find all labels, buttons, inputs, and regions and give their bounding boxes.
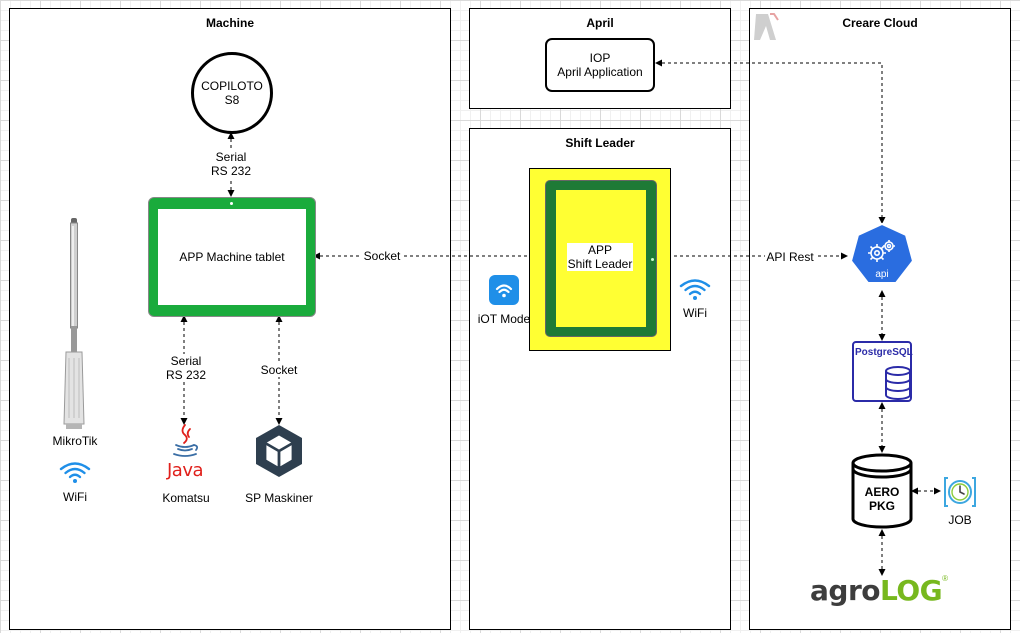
edge-label-shift-api: API Rest (765, 250, 815, 264)
machine-tablet-label: APP Machine tablet (179, 250, 285, 264)
machine-tablet-node[interactable]: APP Machine tablet (148, 197, 316, 317)
iop-label-line1: IOP (589, 51, 611, 65)
komatsu-label: Komatsu (162, 491, 210, 505)
wifi-shift-label: WiFi (683, 306, 707, 320)
mikrotik-antenna-icon (63, 218, 85, 429)
creare-cloud-container: Creare Cloud (749, 8, 1011, 630)
agrolog-text-log: LOG (879, 574, 943, 607)
april-title: April (586, 16, 614, 30)
aero-pkg-label: AERO PKG (851, 485, 913, 513)
edge-label-line1: Serial (170, 354, 202, 368)
shift-label-line2: Shift Leader (567, 257, 633, 271)
aero-pkg-line2: PKG (868, 499, 895, 513)
shift-label-line1: APP (587, 243, 612, 257)
copiloto-label-line1: COPILOTO (201, 79, 263, 93)
creare-cloud-title: Creare Cloud (842, 16, 918, 30)
tablet-camera-dot (230, 202, 233, 205)
edge-label-line1: Serial (215, 150, 247, 164)
edge-label-tablet-komatsu: Serial RS 232 (161, 354, 211, 382)
wifi-icon (59, 462, 91, 483)
tablet-screen: APP Machine tablet (158, 209, 306, 305)
edge-label-copiloto-tablet: Serial RS 232 (206, 150, 256, 178)
sp-maskiner-label: SP Maskiner (245, 491, 313, 505)
gears-icon (868, 240, 895, 262)
copiloto-node[interactable]: COPILOTO S8 (191, 52, 273, 134)
machine-title: Machine (205, 16, 254, 30)
java-cup-icon (173, 424, 199, 457)
shift-leader-app-label: APP Shift Leader (567, 243, 633, 271)
edge-label-tablet-sp: Socket (259, 363, 299, 377)
shift-leader-app-node[interactable]: APP Shift Leader (529, 168, 671, 351)
cube-icon (256, 425, 302, 477)
java-logo-text: Java (166, 460, 204, 481)
api-label: api (875, 269, 889, 280)
aero-pkg-line1: AERO (864, 485, 900, 499)
postgresql-node[interactable]: PostgreSQL (852, 341, 913, 402)
iot-mode-label: iOT Mode (477, 312, 531, 326)
mikrotik-label: MikroTik (52, 434, 98, 448)
iop-label-line2: April Application (557, 65, 643, 79)
iot-mode-icon (489, 275, 519, 305)
edge-label-line2: RS 232 (210, 164, 252, 178)
copiloto-label-line2: S8 (224, 93, 240, 107)
shift-leader-title: Shift Leader (565, 136, 635, 150)
postgresql-label: PostgreSQL (855, 347, 913, 358)
iop-node[interactable]: IOP April Application (545, 38, 655, 92)
shift-tablet-side-dot (651, 258, 654, 261)
agrolog-logo: agroLOG® (810, 574, 960, 610)
edge-label-tablet-shift: Socket (362, 249, 402, 263)
agrolog-registered-mark: ® (942, 574, 949, 583)
agrolog-text-agro: agro (810, 574, 880, 607)
aero-pkg-node[interactable]: AERO PKG (851, 453, 913, 529)
edge-label-line2: RS 232 (165, 368, 207, 382)
job-label: JOB (948, 513, 972, 527)
job-clock-icon (944, 477, 976, 507)
wifi-machine-label: WiFi (63, 490, 87, 504)
wifi-icon (679, 279, 711, 300)
api-node[interactable] (848, 222, 916, 290)
creare-logo-icon (754, 13, 779, 40)
